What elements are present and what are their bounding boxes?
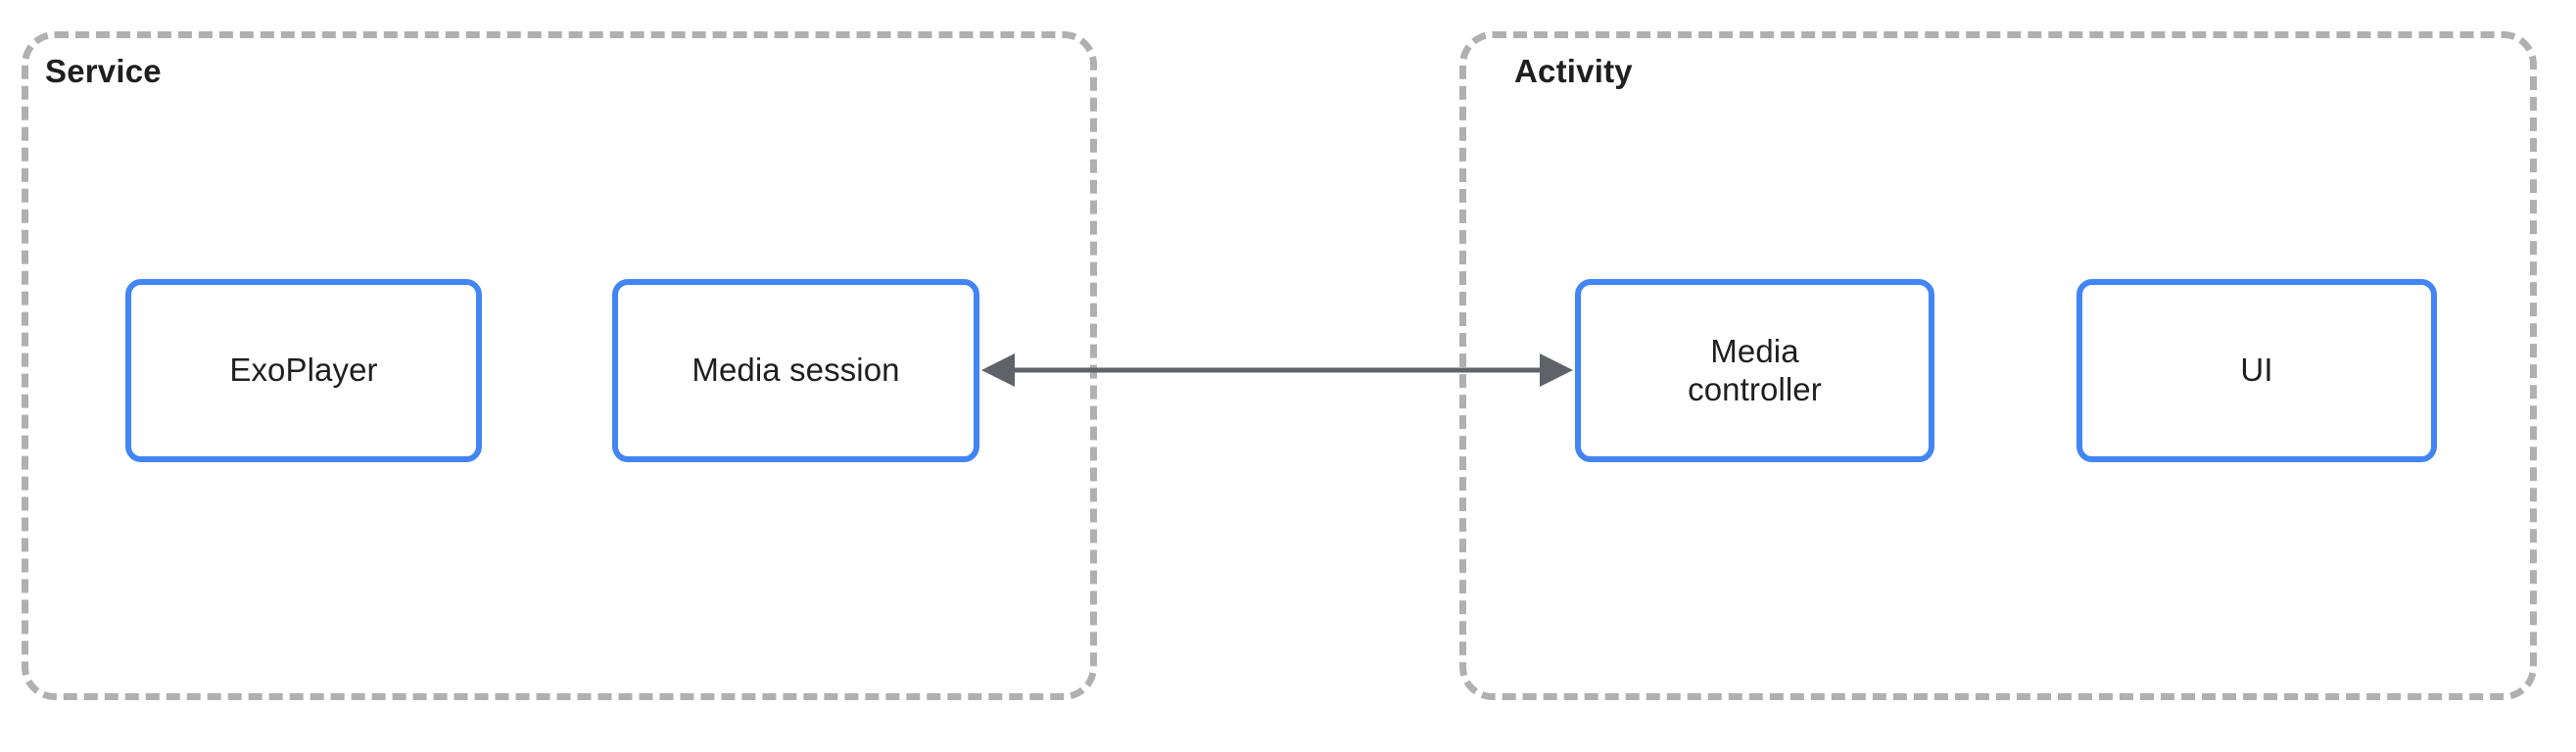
container-activity (1459, 31, 2537, 700)
node-ui-label: UI (2240, 352, 2273, 389)
container-service-label: Service (45, 53, 162, 89)
node-ui[interactable]: UI (2076, 279, 2437, 462)
container-activity-label: Activity (1514, 53, 1633, 89)
node-exoplayer-label: ExoPlayer (229, 352, 378, 389)
node-media-session[interactable]: Media session (612, 279, 979, 462)
node-media-session-label: Media session (692, 352, 900, 389)
node-media-controller-label: Media controller (1688, 332, 1822, 407)
container-service (22, 31, 1097, 700)
node-media-controller[interactable]: Media controller (1575, 279, 1934, 462)
node-exoplayer[interactable]: ExoPlayer (125, 279, 482, 462)
